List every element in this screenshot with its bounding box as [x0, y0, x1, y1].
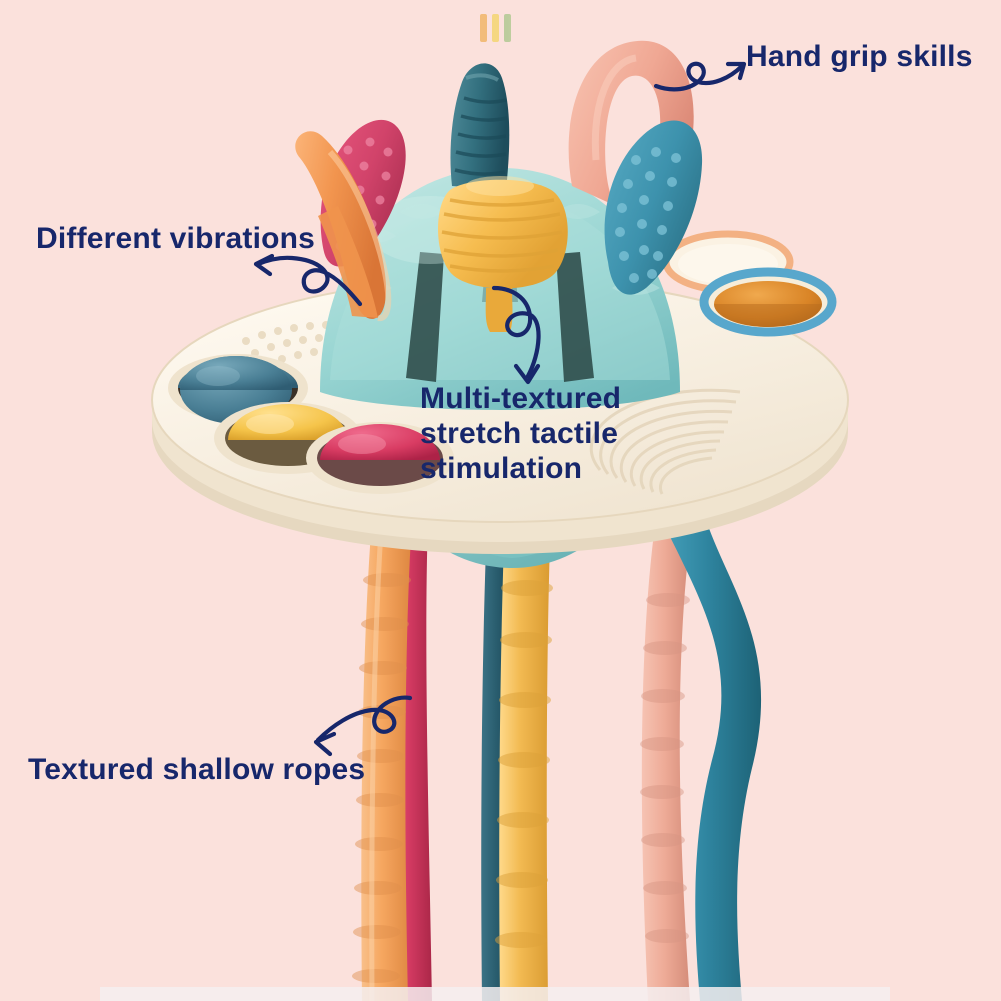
rope-group	[352, 512, 762, 1001]
watermark-bar-orange	[480, 14, 487, 42]
annotation-label-stretch: Multi-textured stretch tactile stimulati…	[420, 382, 622, 485]
annotation-label-hand-grip: Hand grip skills	[746, 40, 973, 73]
watermark-bar-yellow	[492, 14, 499, 42]
annotation-label-vibrations: Different vibrations	[36, 222, 316, 255]
orange-rope	[352, 518, 412, 1001]
teal-ribbed-stick[interactable]	[450, 63, 510, 190]
bottom-edge-band	[100, 987, 890, 1001]
blue-rope	[662, 520, 762, 1001]
blue-bumpy-teether[interactable]	[604, 120, 703, 295]
annotation-label-ropes: Textured shallow ropes	[28, 753, 366, 786]
button-recess-pink[interactable]	[306, 422, 454, 494]
blue-ring-hole[interactable]	[699, 267, 837, 337]
watermark-bar-green	[504, 14, 511, 42]
ribbed-arc-texture	[589, 388, 741, 495]
button-recess-yellow[interactable]	[214, 402, 362, 474]
yellow-rope	[495, 512, 553, 1001]
blush-rope	[640, 525, 692, 1001]
pink-dome-button[interactable]	[320, 424, 440, 460]
button-recess-blue[interactable]	[168, 354, 308, 424]
watermark-bars	[480, 14, 511, 42]
